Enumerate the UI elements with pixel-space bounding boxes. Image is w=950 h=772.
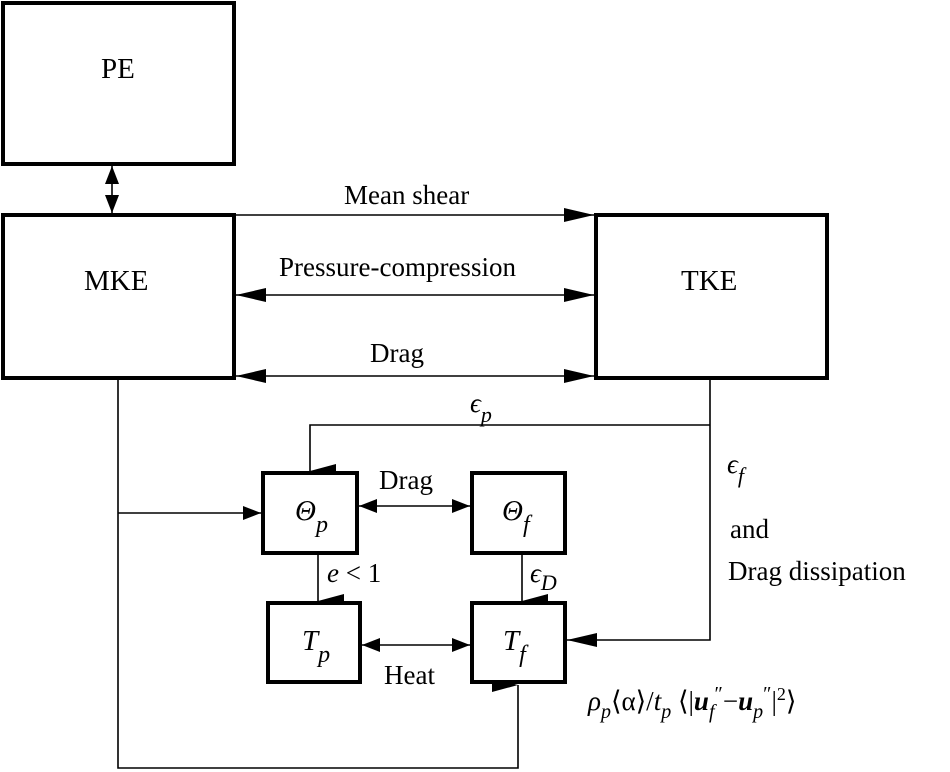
drag-dissipation-label: Drag dissipation [728,556,906,586]
eps-p-arrow [309,424,710,478]
pe-box: PE [1,1,236,166]
tke-box: TKE [594,213,829,380]
t-f-box: Tf [470,601,567,684]
pressure-compression-label: Pressure-compression [279,252,516,282]
heat-label: Heat [384,660,435,690]
mke-label: MKE [84,265,148,297]
dissipation-formula: ρp⟨α⟩/tp ⟨|uf″−up″|2⟩ [587,683,796,723]
theta-f-box: Θf [470,471,567,555]
theta-f-label: Θf [502,495,533,538]
tke-label: TKE [681,265,737,297]
drag-mke-tke-label: Drag [370,338,424,368]
theta-p-box: Θp [261,471,359,555]
connectors [105,166,711,769]
eps-f-label: ϵf [727,449,747,488]
mke-to-tf-arrow [117,380,519,769]
and-label: and [730,514,769,544]
tke-to-tf-arrow [567,380,711,647]
eps-p-label: ϵp [470,388,492,427]
mean-shear-label: Mean shear [344,180,469,210]
t-p-label: Tp [302,625,330,668]
drag-theta-label: Drag [379,465,433,495]
restitution-label: e < 1 [327,558,381,588]
pe-label: PE [101,53,135,85]
mke-box: MKE [1,213,236,380]
theta-p-label: Θp [295,495,328,538]
t-p-box: Tp [266,601,362,684]
t-f-label: Tf [503,625,529,668]
eps-d-label: ϵD [530,558,557,595]
